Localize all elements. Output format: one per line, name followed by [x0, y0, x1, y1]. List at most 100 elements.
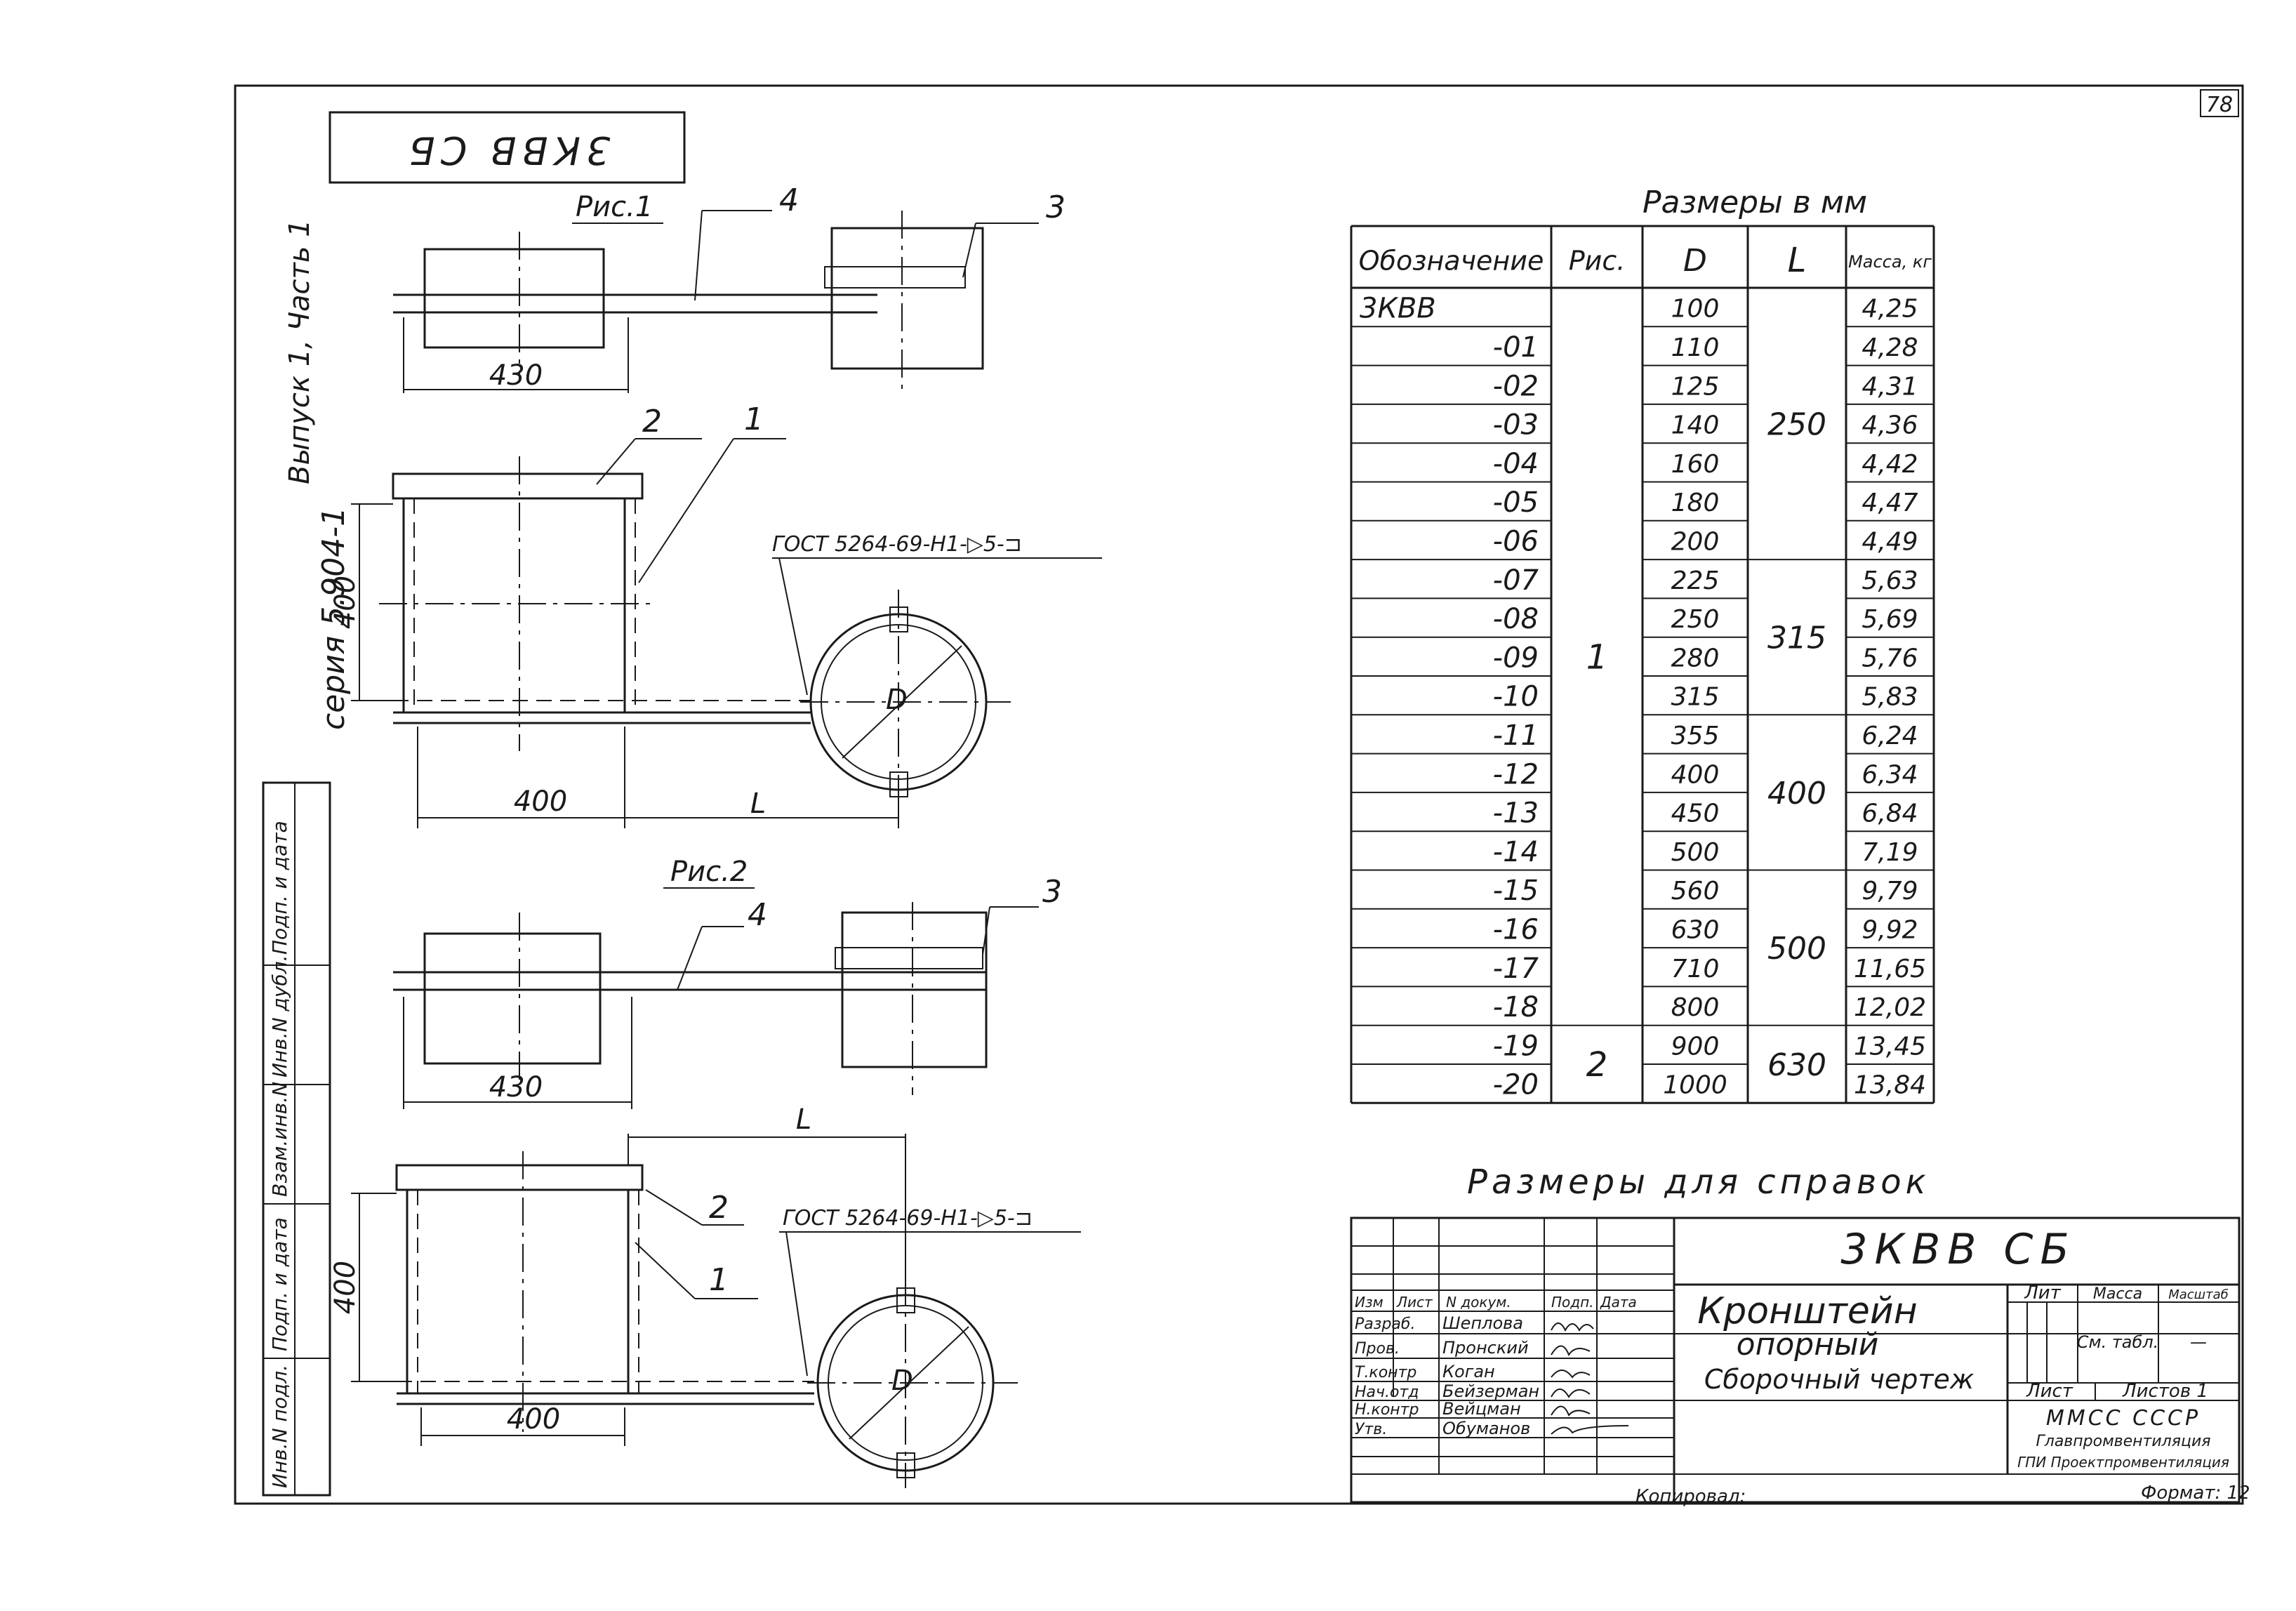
fig1-dim-400-h: 400 — [514, 785, 567, 818]
side-label: Инв.N дубл. — [268, 955, 291, 1078]
table-cell-D: 200 — [1671, 527, 1720, 556]
fig1-callout-1: 1 — [744, 402, 764, 437]
table-cell-mass: 9,92 — [1862, 915, 1918, 944]
table-cell-mass: 4,49 — [1862, 527, 1918, 556]
table-cell-designation: -03 — [1493, 409, 1539, 442]
table-cell-designation: -17 — [1493, 953, 1539, 985]
tb-mass-label: Масса — [2093, 1285, 2142, 1303]
fig1-label: Рис.1 — [576, 191, 653, 223]
tb-header-list: Лист — [1396, 1294, 1433, 1311]
tb-name: Обуманов — [1442, 1419, 1530, 1438]
table-header: Масса, кг — [1848, 252, 1932, 272]
side-strip: Подп. и дата Инв.N дубл. Взам.инв.N Подп… — [262, 781, 331, 1497]
tb-org-1: ММСС СССР — [2046, 1406, 2201, 1431]
tb-lit-label: Лит — [2024, 1282, 2061, 1304]
figure-1: Рис.1 4 3 430 400 2 — [329, 183, 1102, 828]
table-cell-designation: -10 — [1493, 681, 1539, 713]
fig1-dim-400-v: 400 — [329, 576, 361, 629]
tb-header-date: Дата — [1600, 1294, 1637, 1311]
fig1-dim-430: 430 — [489, 359, 543, 392]
table-cell-D: 140 — [1671, 411, 1720, 440]
figure-2: Рис.2 4 3 430 L 400 — [329, 856, 1081, 1488]
tb-sheets-label: Листов 1 — [2122, 1381, 2208, 1402]
tb-scale-label: Масштаб — [2168, 1287, 2229, 1302]
table-cell-D: 100 — [1671, 295, 1720, 324]
table-cell-designation: -15 — [1493, 875, 1539, 907]
table-cell-D: 110 — [1671, 333, 1720, 362]
table-cell-D: 315 — [1671, 683, 1720, 712]
table-cell-fig: 1 — [1586, 637, 1608, 677]
table-cell-designation: -09 — [1493, 642, 1539, 674]
tb-role: Утв. — [1355, 1421, 1387, 1438]
table-cell-designation: -06 — [1493, 525, 1539, 557]
table-cell-mass: 4,36 — [1862, 411, 1918, 440]
table-cell-designation: -20 — [1493, 1069, 1539, 1101]
table-header: L — [1788, 241, 1807, 280]
table-cell-D: 225 — [1671, 566, 1720, 595]
tb-sheet-label: Лист — [2026, 1381, 2073, 1402]
table-cell-mass: 5,69 — [1862, 605, 1918, 634]
table-cell-designation: -18 — [1493, 991, 1539, 1023]
table-cell-designation: -04 — [1493, 448, 1539, 480]
table-cell-mass: 6,24 — [1862, 722, 1918, 750]
table-cell-mass: 5,63 — [1862, 566, 1918, 595]
table-cell-L: 315 — [1767, 621, 1826, 656]
table-cell-D: 355 — [1671, 722, 1720, 750]
tb-org-2: Главпромвентиляция — [2036, 1433, 2211, 1450]
fig1-dim-D: D — [886, 684, 908, 716]
fig2-dim-400-h: 400 — [507, 1403, 560, 1436]
table-cell-mass: 5,76 — [1862, 644, 1918, 672]
table-cell-mass: 4,25 — [1862, 295, 1918, 324]
tb-role: Нач.отд — [1355, 1384, 1419, 1401]
table-cell-D: 710 — [1671, 955, 1720, 983]
table-header: Рис. — [1569, 246, 1626, 277]
table-cell-designation: -08 — [1493, 603, 1539, 635]
table-header: Обозначение — [1359, 246, 1544, 277]
issue-text: Выпуск 1, Часть 1 — [284, 219, 316, 484]
table-cell-designation: 3КВВ — [1360, 293, 1436, 325]
fig1-dim-L: L — [750, 788, 766, 820]
tb-role: Н.контр — [1355, 1401, 1419, 1419]
side-label: Взам.инв.N — [268, 1082, 291, 1197]
table-cell-mass: 4,42 — [1862, 450, 1918, 479]
tb-scale-value: — — [2190, 1332, 2207, 1352]
tb-org-3: ГПИ Проектпромвентиляция — [2017, 1454, 2229, 1471]
fig1-weld-note: ГОСТ 5264-69-Н1-▷5-⊐ — [772, 532, 1022, 557]
table-cell-D: 1000 — [1663, 1071, 1727, 1100]
table-cell-D: 900 — [1671, 1032, 1720, 1061]
title-block: 3КВВ СБ Кронштейн опорный Сборочный черт… — [1350, 1216, 2250, 1507]
table-cell-designation: -05 — [1493, 486, 1539, 519]
table-cell-mass: 7,19 — [1862, 838, 1918, 867]
table-cell-D: 125 — [1671, 372, 1720, 401]
reference-note: Размеры для справок — [1467, 1162, 1930, 1202]
table-header: D — [1683, 243, 1707, 279]
tb-copied: Копировал: — [1635, 1486, 1746, 1507]
table-cell-D: 280 — [1671, 644, 1720, 672]
table-cell-L: 630 — [1767, 1047, 1826, 1083]
tb-name-2: опорный — [1737, 1327, 1879, 1363]
table-cell-D: 630 — [1671, 915, 1720, 944]
side-label: Подп. и дата — [268, 821, 291, 955]
table-cell-mass: 4,28 — [1862, 333, 1918, 362]
tb-name: Шеплова — [1442, 1313, 1523, 1333]
fig2-dim-400-v: 400 — [329, 1261, 361, 1314]
fig2-callout-1: 1 — [709, 1262, 729, 1298]
table-cell-designation: -19 — [1493, 1030, 1539, 1062]
fig2-dim-D: D — [891, 1365, 913, 1397]
series-text: серия 5.904-1 — [316, 507, 352, 730]
tb-header-izm: Изм — [1355, 1294, 1383, 1311]
stamp-code: 3КВВ СБ — [404, 128, 611, 172]
table-cell-D: 180 — [1671, 489, 1720, 517]
fig1-callout-4: 4 — [779, 183, 799, 218]
fig2-label: Рис.2 — [670, 856, 748, 888]
table-cell-mass: 6,34 — [1862, 760, 1918, 789]
table-cell-mass: 13,84 — [1854, 1071, 1926, 1100]
tb-name-1: Кронштейн — [1697, 1290, 1917, 1332]
table-cell-designation: -14 — [1493, 836, 1539, 868]
tb-name: Пронский — [1442, 1338, 1529, 1358]
fig2-weld-note: ГОСТ 5264-69-Н1-▷5-⊐ — [783, 1206, 1033, 1231]
fig1-callout-3: 3 — [1046, 190, 1066, 225]
tb-role: Пров. — [1355, 1340, 1400, 1358]
fig2-callout-3: 3 — [1042, 874, 1062, 910]
table-cell-mass: 12,02 — [1854, 993, 1926, 1022]
